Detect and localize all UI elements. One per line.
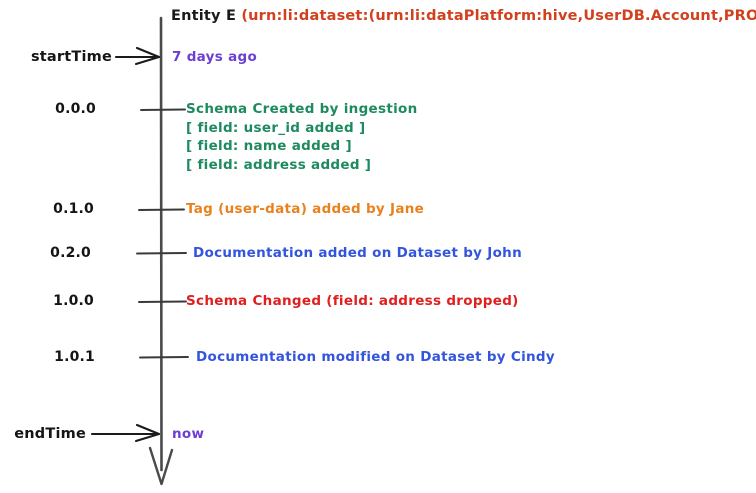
tick-0-2-0 <box>136 252 187 255</box>
event-line: Tag (user-data) added by Jane <box>186 201 425 217</box>
page-title-entity: Entity E <box>171 8 242 24</box>
tick-0-0-0 <box>140 108 186 111</box>
end-time-label: endTime <box>14 426 86 442</box>
tick-0-1-0 <box>138 208 185 211</box>
version-label-4: 1.0.1 <box>54 349 95 365</box>
version-label-3: 1.0.0 <box>53 293 94 309</box>
event-line: [ field: user_id added ] <box>186 119 366 136</box>
tick-1-0-1 <box>139 356 189 359</box>
event-line: [ field: name added ] <box>186 138 352 155</box>
event-line: Schema Changed (field: address dropped) <box>186 293 519 309</box>
event-line: Documentation added on Dataset by John <box>193 245 523 261</box>
event-line: Schema Created by ingestion <box>186 101 418 117</box>
start-time-value: 7 days ago <box>172 49 258 65</box>
end-time-value: now <box>172 426 205 442</box>
event-text-0: Schema Created by ingestion [ field: user… <box>186 100 418 175</box>
end-time-arrowhead <box>134 423 161 443</box>
timeline-axis-line <box>159 16 163 472</box>
page-title: Entity E (urn:li:dataset:(urn:li:dataPla… <box>171 6 756 26</box>
event-text-3: Schema Changed (field: address dropped) <box>186 292 519 311</box>
event-text-2: Documentation added on Dataset by John <box>193 244 522 263</box>
timeline-end-arrowhead <box>148 446 174 486</box>
version-label-2: 0.2.0 <box>50 245 91 261</box>
event-line: Documentation modified on Dataset by Cin… <box>196 349 555 365</box>
tick-1-0-0 <box>138 300 187 303</box>
page-title-urn: (urn:li:dataset:(urn:li:dataPlatform:hiv… <box>241 8 756 24</box>
event-text-4: Documentation modified on Dataset by Cin… <box>196 348 555 367</box>
event-line: [ field: address added ] <box>186 156 372 173</box>
start-time-label: startTime <box>30 49 112 65</box>
version-label-0: 0.0.0 <box>55 101 96 117</box>
start-time-arrowhead <box>134 46 161 66</box>
version-label-1: 0.1.0 <box>53 201 94 217</box>
event-text-1: Tag (user-data) added by Jane <box>186 200 424 219</box>
